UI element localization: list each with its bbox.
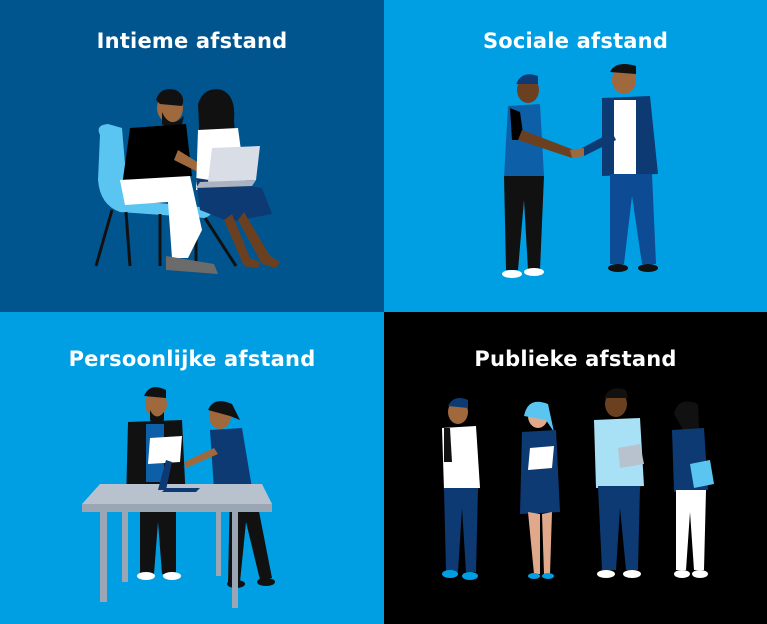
- four-people-illustration: [442, 388, 714, 580]
- panel-personal-distance: Persoonlijke afstand: [0, 312, 384, 624]
- seated-couple-illustration: [94, 89, 280, 274]
- panel-intimate-distance: Intieme afstand: [0, 0, 384, 312]
- panel-title: Sociale afstand: [482, 29, 669, 53]
- panel-title: Intieme afstand: [96, 29, 288, 53]
- table-meeting-illustration: [82, 387, 275, 608]
- panel-public-distance: Publieke afstand: [384, 312, 767, 624]
- panel-title: Publieke afstand: [474, 347, 677, 371]
- handshake-illustration: [502, 64, 658, 278]
- panel-title: Persoonlijke afstand: [68, 347, 316, 371]
- panel-social-distance: Sociale afstand: [384, 0, 767, 312]
